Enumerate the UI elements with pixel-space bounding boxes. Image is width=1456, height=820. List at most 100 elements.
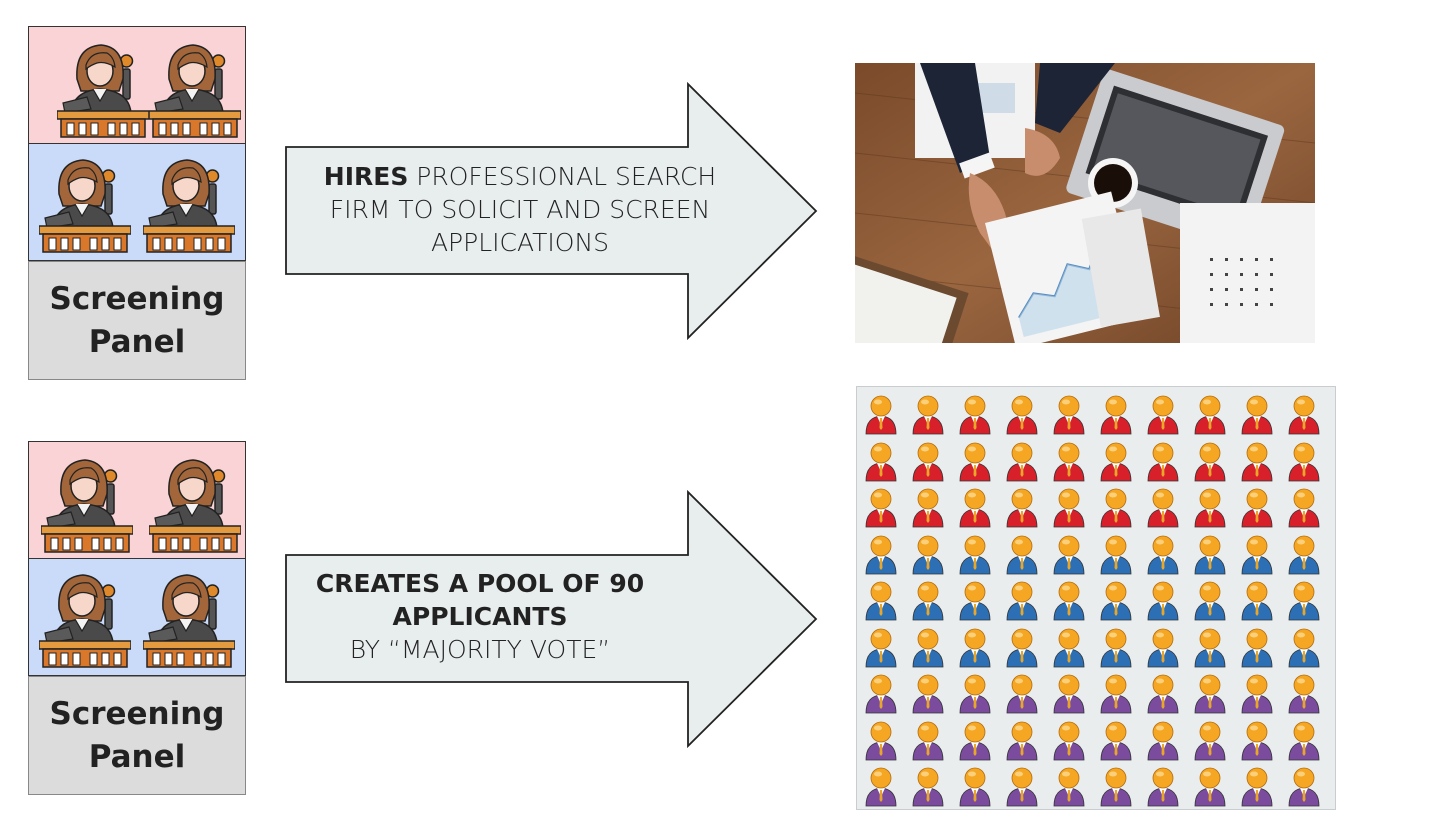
panel-row-blue xyxy=(28,558,246,676)
arrow-text-bottom: CREATES A POOL OF 90 APPLICANTS BY “MAJO… xyxy=(290,567,670,666)
applicant-blue-icon xyxy=(959,581,991,621)
panel-label-line2: Panel xyxy=(88,738,186,775)
applicant-purple-icon xyxy=(1100,767,1132,807)
applicant-purple-icon xyxy=(1147,767,1179,807)
applicant-purple-icon xyxy=(865,674,897,714)
applicant-blue-icon xyxy=(1053,581,1085,621)
business-desk-photo xyxy=(855,63,1315,343)
applicant-blue-icon xyxy=(1006,581,1038,621)
panel-label: Screening Panel xyxy=(28,676,246,795)
judge-icon xyxy=(41,459,133,553)
applicant-red-icon xyxy=(865,395,897,435)
applicant-blue-icon xyxy=(1288,628,1320,667)
panel-label-line1: Screening xyxy=(49,695,225,732)
applicant-red-icon xyxy=(1006,395,1038,435)
arrow-text-line3: APPLICATIONS xyxy=(430,228,610,257)
applicant-blue-icon xyxy=(1147,581,1179,621)
applicant-purple-icon xyxy=(1147,721,1179,760)
applicant-blue-icon xyxy=(912,628,944,667)
applicant-red-icon xyxy=(1241,442,1273,481)
judge-icon xyxy=(149,459,241,553)
arrow-text-bold: HIRES xyxy=(323,162,409,191)
applicant-purple-icon xyxy=(1053,674,1085,714)
panel-row-blue xyxy=(28,143,246,261)
applicant-blue-icon xyxy=(865,628,897,667)
applicant-purple-icon xyxy=(1241,767,1273,807)
arrow-text-line3: BY “MAJORITY VOTE” xyxy=(349,635,611,664)
applicant-red-icon xyxy=(1006,488,1038,528)
applicant-blue-icon xyxy=(1288,581,1320,621)
applicant-blue-icon xyxy=(1100,628,1132,667)
applicant-purple-icon xyxy=(1241,721,1273,760)
applicant-purple-icon xyxy=(1100,721,1132,760)
applicant-purple-icon xyxy=(1053,721,1085,760)
applicant-blue-icon xyxy=(959,535,991,574)
arrow-shape-bottom xyxy=(285,490,818,748)
arrow-text-line2: FIRM TO SOLICIT AND SCREEN xyxy=(329,195,711,224)
applicant-red-icon xyxy=(1147,442,1179,481)
applicant-blue-icon xyxy=(865,581,897,621)
applicant-red-icon xyxy=(1288,488,1320,528)
applicant-purple-icon xyxy=(865,721,897,760)
judge-icon xyxy=(39,574,131,668)
applicant-red-icon xyxy=(959,488,991,528)
applicant-blue-icon xyxy=(1147,628,1179,667)
applicant-purple-icon xyxy=(912,721,944,760)
arrow-shape-top xyxy=(285,82,818,340)
applicant-purple-icon xyxy=(1288,674,1320,714)
applicant-red-icon xyxy=(959,442,991,481)
applicant-blue-icon xyxy=(1241,581,1273,621)
applicant-red-icon xyxy=(1194,395,1226,435)
applicant-red-icon xyxy=(1100,395,1132,435)
applicant-blue-icon xyxy=(1194,535,1226,574)
applicant-blue-icon xyxy=(1194,628,1226,667)
applicant-blue-icon xyxy=(1053,535,1085,574)
applicant-red-icon xyxy=(1288,395,1320,435)
applicant-red-icon xyxy=(865,488,897,528)
screening-panel-bottom: Screening Panel xyxy=(28,441,246,795)
applicant-purple-icon xyxy=(1006,674,1038,714)
applicant-red-icon xyxy=(959,395,991,435)
applicant-purple-icon xyxy=(1100,674,1132,714)
applicant-blue-icon xyxy=(1241,535,1273,574)
applicant-red-icon xyxy=(1053,442,1085,481)
applicant-purple-icon xyxy=(865,767,897,807)
applicant-purple-icon xyxy=(1288,721,1320,760)
applicant-red-icon xyxy=(1053,395,1085,435)
panel-label: Screening Panel xyxy=(28,261,246,380)
applicant-purple-icon xyxy=(959,674,991,714)
arrow-text-bold-line1: CREATES A POOL OF 90 xyxy=(315,569,645,598)
applicant-red-icon xyxy=(1194,442,1226,481)
applicant-blue-icon xyxy=(1053,628,1085,667)
panel-row-pink xyxy=(28,26,246,144)
applicant-red-icon xyxy=(1147,395,1179,435)
applicant-purple-icon xyxy=(959,721,991,760)
applicant-purple-icon xyxy=(1194,674,1226,714)
panel-label-line1: Screening xyxy=(49,280,225,317)
applicant-purple-icon xyxy=(1194,721,1226,760)
applicant-blue-icon xyxy=(912,581,944,621)
applicant-blue-icon xyxy=(1194,581,1226,621)
applicant-red-icon xyxy=(1100,442,1132,481)
applicant-purple-icon xyxy=(1241,674,1273,714)
applicant-red-icon xyxy=(1241,395,1273,435)
judge-icon xyxy=(149,44,241,138)
applicant-purple-icon xyxy=(1147,674,1179,714)
applicant-purple-icon xyxy=(1288,767,1320,807)
applicant-red-icon xyxy=(1006,442,1038,481)
applicant-blue-icon xyxy=(959,628,991,667)
applicant-purple-icon xyxy=(912,674,944,714)
panel-row-pink xyxy=(28,441,246,559)
judge-icon xyxy=(57,44,149,138)
applicant-blue-icon xyxy=(1006,628,1038,667)
applicant-red-icon xyxy=(1241,488,1273,528)
applicant-red-icon xyxy=(1288,442,1320,481)
screening-panel-top: Screening Panel xyxy=(28,26,246,380)
applicant-blue-icon xyxy=(865,535,897,574)
applicant-purple-icon xyxy=(959,767,991,807)
arrow-text-bold-line2: APPLICANTS xyxy=(392,602,568,631)
judge-icon xyxy=(143,574,235,668)
applicant-purple-icon xyxy=(912,767,944,807)
applicant-purple-icon xyxy=(1006,721,1038,760)
applicant-blue-icon xyxy=(912,535,944,574)
